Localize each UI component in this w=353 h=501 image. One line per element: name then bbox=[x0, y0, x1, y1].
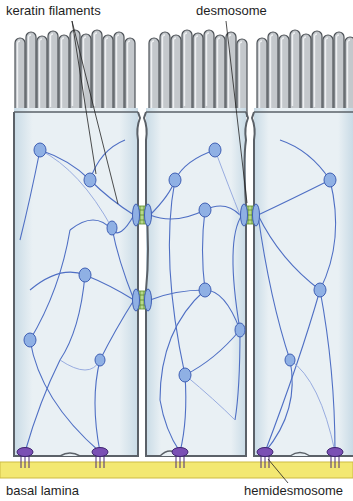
desmosomes bbox=[133, 204, 260, 311]
filament-nodes bbox=[24, 143, 336, 382]
hemidesmosomes bbox=[17, 448, 343, 469]
epithelial-cells bbox=[14, 108, 353, 456]
part-label: desmosome bbox=[196, 3, 267, 18]
part-label: hemidesmosome bbox=[244, 483, 343, 498]
leader-lines bbox=[72, 21, 288, 483]
microvilli bbox=[15, 30, 353, 117]
part-label: basal lamina bbox=[6, 483, 79, 498]
part-label: keratin filaments bbox=[6, 3, 101, 18]
keratin-network bbox=[20, 140, 336, 452]
keratin-network-faint bbox=[40, 150, 335, 452]
